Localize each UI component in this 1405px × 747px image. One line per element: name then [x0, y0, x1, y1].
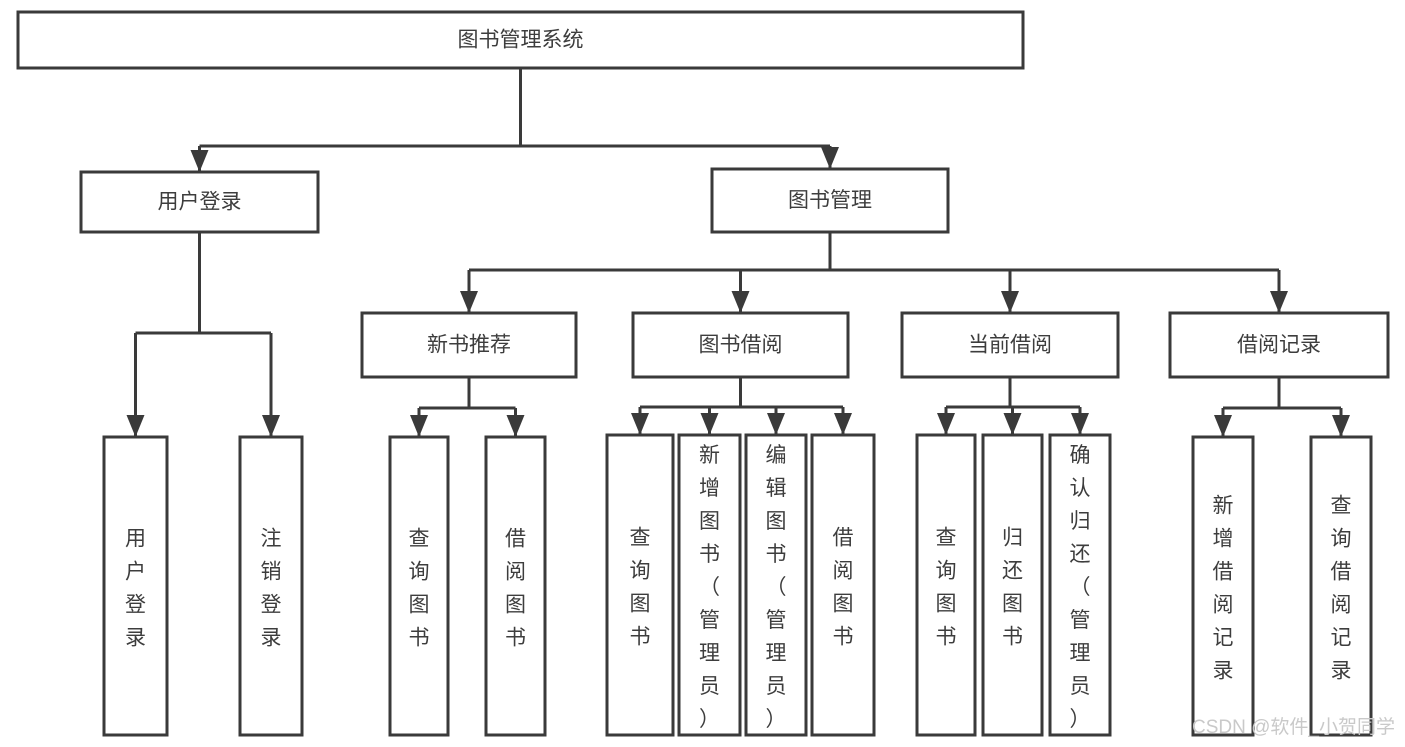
- arrow-head-icon: [834, 413, 852, 435]
- node-new-book-recommend[interactable]: 新书推荐: [360, 311, 578, 379]
- node-borrow-book-1-box[interactable]: [484, 435, 547, 737]
- connector-layer: [126, 68, 1350, 437]
- node-query-book-3-label: 查询图书: [936, 527, 957, 649]
- node-layer: 图书管理系统用户登录图书管理用户登录注销登录新书推荐查询图书借阅图书图书借阅查询…: [16, 10, 1390, 737]
- arrow-head-icon: [1001, 291, 1019, 313]
- node-borrow-book-2-label: 借阅图书: [833, 527, 854, 649]
- node-query-book-1-box[interactable]: [388, 435, 450, 737]
- arrow-head-icon: [821, 147, 839, 169]
- node-borrow-book-2-box[interactable]: [810, 433, 876, 737]
- node-root[interactable]: 图书管理系统: [16, 10, 1025, 70]
- node-add-book-admin-box[interactable]: [677, 433, 742, 737]
- arrow-head-icon: [631, 413, 649, 435]
- arrow-head-icon: [506, 415, 525, 437]
- node-borrow-book-1-label: 借阅图书: [505, 528, 526, 650]
- node-new-book-recommend-box[interactable]: [360, 311, 578, 379]
- arrow-head-icon: [1270, 291, 1288, 313]
- node-add-borrow-record[interactable]: 新增借阅记录: [1191, 435, 1255, 737]
- node-current-borrow[interactable]: 当前借阅: [900, 311, 1120, 379]
- node-add-book-admin[interactable]: 新增图书（管理员）: [677, 433, 742, 737]
- arrow-head-icon: [1214, 415, 1232, 437]
- node-query-book-3[interactable]: 查询图书: [915, 433, 977, 737]
- node-new-book-recommend-label: 新书推荐: [427, 334, 511, 357]
- arrow-head-icon: [767, 413, 785, 435]
- csdn-watermark: CSDN @软件_小贺同学: [1192, 716, 1395, 738]
- node-user-login-box[interactable]: [79, 170, 320, 234]
- node-book-management-label: 图书管理: [788, 189, 872, 212]
- node-logout-box[interactable]: [238, 435, 304, 737]
- node-edit-book-admin[interactable]: 编辑图书（管理员）: [744, 433, 808, 737]
- node-login-label: 用户登录: [125, 528, 146, 650]
- watermark-layer: CSDN @软件_小贺同学: [1192, 716, 1395, 738]
- node-book-borrow-label: 图书借阅: [699, 334, 783, 357]
- node-query-book-2[interactable]: 查询图书: [605, 433, 675, 737]
- node-add-borrow-record-label: 新增借阅记录: [1213, 495, 1234, 683]
- node-query-borrow-record-box[interactable]: [1309, 435, 1373, 737]
- node-return-book-label: 归还图书: [1002, 527, 1023, 649]
- arrow-head-icon: [190, 150, 209, 172]
- arrow-head-icon: [410, 415, 428, 437]
- node-query-book-2-label: 查询图书: [630, 527, 651, 649]
- node-book-management-box[interactable]: [710, 167, 950, 234]
- arrow-head-icon: [262, 415, 280, 437]
- node-logout-label: 注销登录: [261, 528, 282, 650]
- arrow-head-icon: [700, 413, 719, 435]
- arrow-head-icon: [1071, 413, 1089, 435]
- node-edit-book-admin-box[interactable]: [744, 433, 808, 737]
- node-borrow-book-2[interactable]: 借阅图书: [810, 433, 876, 737]
- node-query-book-1-label: 查询图书: [409, 528, 430, 650]
- node-borrow-record[interactable]: 借阅记录: [1168, 311, 1390, 379]
- node-query-book-1[interactable]: 查询图书: [388, 435, 450, 737]
- node-confirm-return-admin-label: 确认归还（管理员）: [1070, 444, 1091, 731]
- node-return-book[interactable]: 归还图书: [981, 433, 1044, 737]
- node-login-box[interactable]: [102, 435, 169, 737]
- node-logout[interactable]: 注销登录: [238, 435, 304, 737]
- node-query-borrow-record-label: 查询借阅记录: [1331, 495, 1352, 683]
- arrow-head-icon: [1332, 415, 1350, 437]
- node-borrow-record-label: 借阅记录: [1237, 334, 1321, 357]
- node-current-borrow-label: 当前借阅: [968, 334, 1052, 357]
- arrow-head-icon: [460, 291, 478, 313]
- node-query-book-3-box[interactable]: [915, 433, 977, 737]
- node-borrow-book-1[interactable]: 借阅图书: [484, 435, 547, 737]
- node-current-borrow-box[interactable]: [900, 311, 1120, 379]
- node-confirm-return-admin-box[interactable]: [1048, 433, 1112, 737]
- arrow-head-icon: [126, 415, 145, 437]
- node-add-book-admin-label: 新增图书（管理员）: [699, 444, 720, 731]
- node-book-borrow-box[interactable]: [631, 311, 850, 379]
- node-login[interactable]: 用户登录: [102, 435, 169, 737]
- node-query-borrow-record[interactable]: 查询借阅记录: [1309, 435, 1373, 737]
- node-confirm-return-admin[interactable]: 确认归还（管理员）: [1048, 433, 1112, 737]
- node-add-borrow-record-box[interactable]: [1191, 435, 1255, 737]
- node-user-login[interactable]: 用户登录: [79, 170, 320, 234]
- arrow-head-icon: [937, 413, 955, 435]
- node-query-book-2-box[interactable]: [605, 433, 675, 737]
- arrow-head-icon: [731, 291, 750, 313]
- node-return-book-box[interactable]: [981, 433, 1044, 737]
- node-book-management[interactable]: 图书管理: [710, 167, 950, 234]
- arrow-head-icon: [1003, 413, 1022, 435]
- node-root-box[interactable]: [16, 10, 1025, 70]
- node-user-login-label: 用户登录: [158, 191, 242, 214]
- node-borrow-record-box[interactable]: [1168, 311, 1390, 379]
- node-book-borrow[interactable]: 图书借阅: [631, 311, 850, 379]
- node-edit-book-admin-label: 编辑图书（管理员）: [766, 444, 787, 731]
- node-root-label: 图书管理系统: [458, 29, 584, 52]
